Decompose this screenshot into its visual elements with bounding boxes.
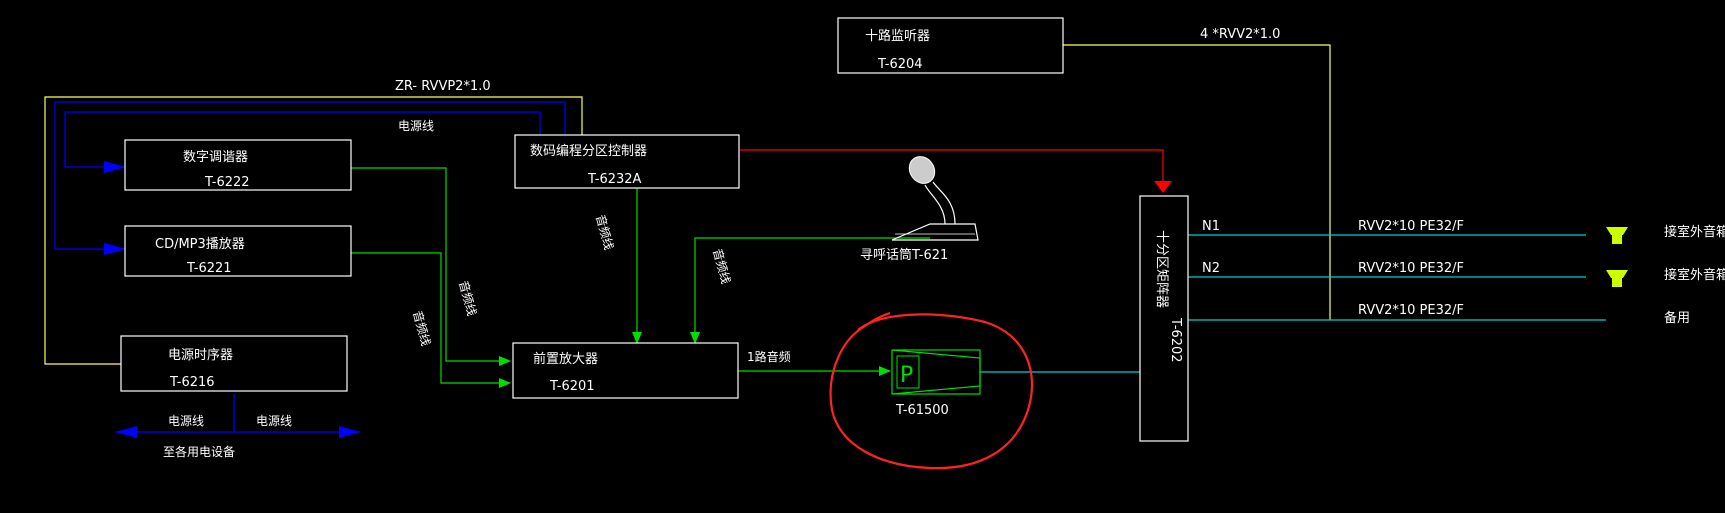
amp-symbol-letter: P [900, 363, 913, 388]
amp-model: T-61500 [895, 403, 949, 418]
monitor-line [1063, 44, 1331, 320]
speaker-icon-1 [1606, 227, 1628, 244]
preamp-model: T-6201 [549, 379, 595, 394]
tuner-name: 数字调谐器 [183, 150, 248, 165]
one-audio-label: 1路音频 [747, 349, 791, 364]
splitter-model: T-6202 [1168, 317, 1183, 363]
audio-tuner-to-preamp [351, 167, 511, 366]
blue-power-outer [54, 101, 566, 255]
audio-label-mic: 音频线 [710, 247, 734, 286]
zone-2-code: N2 [1202, 261, 1220, 276]
splitter-device: 十分区矩阵器 T-6202 [1139, 195, 1189, 442]
controller-model: T-6232A [587, 172, 642, 187]
to-equipment-label: 至各用电设备 [163, 444, 235, 459]
zone-2-cable: RVV2*10 PE32/F [1358, 261, 1464, 276]
monitor-model: T-6204 [877, 57, 923, 72]
tuner-device: 数字调谐器 T-6222 [124, 139, 352, 191]
power-right-label: 电源线 [256, 414, 292, 428]
monitor-cable-label: 4 *RVV2*1.0 [1200, 27, 1280, 42]
amplifier-symbol: P T-61500 [891, 349, 981, 418]
zone-1-cable: RVV2*10 PE32/F [1358, 219, 1464, 234]
sequencer-name: 电源时序器 [168, 348, 233, 363]
audio-mic-to-preamp [690, 237, 930, 344]
zone-1-label: 接室外音箱* [1664, 224, 1725, 240]
yellow-power-loop [44, 96, 583, 365]
audio-cd-to-preamp [351, 252, 511, 388]
audio-label-cd: 音频线 [410, 309, 434, 348]
splitter-name: 十分区矩阵器 [1154, 230, 1169, 308]
sequencer-device: 电源时序器 T-6216 [120, 335, 348, 392]
preamp-name: 前置放大器 [533, 351, 598, 367]
cd-device: CD/MP3播放器 T-6221 [124, 225, 352, 277]
power-left-label: 电源线 [168, 414, 204, 428]
cd-model: T-6221 [186, 261, 232, 276]
monitor-name: 十路监听器 [865, 28, 930, 44]
power-line-label: 电源线 [398, 119, 434, 133]
blue-power-inner [64, 111, 541, 173]
audio-label-tuner: 音频线 [456, 279, 480, 318]
cd-name: CD/MP3播放器 [155, 237, 245, 252]
audio-label-controller: 音频线 [593, 213, 617, 252]
mic-label: 寻呼话筒T-621 [860, 247, 948, 263]
power-cable-label: ZR- RVVP2*1.0 [395, 79, 491, 94]
zone-1-code: N1 [1202, 219, 1220, 234]
controller-device: 数码编程分区控制器 T-6232A [514, 134, 740, 189]
sequencer-model: T-6216 [169, 375, 215, 390]
zone-3-cable: RVV2*10 PE32/F [1358, 303, 1464, 318]
preamp-device: 前置放大器 T-6201 [512, 342, 739, 399]
mic-icon [891, 156, 979, 241]
control-line [740, 149, 1172, 193]
zone-3-label: 备用 [1664, 310, 1690, 326]
speaker-icon-2 [1606, 270, 1628, 287]
monitor-device: 十路监听器 T-6204 [837, 17, 1064, 74]
zone-2-label: 接室外音箱* [1664, 267, 1725, 283]
highlight-circle [829, 311, 1034, 470]
controller-name: 数码编程分区控制器 [530, 144, 647, 159]
tuner-model: T-6222 [204, 175, 250, 190]
